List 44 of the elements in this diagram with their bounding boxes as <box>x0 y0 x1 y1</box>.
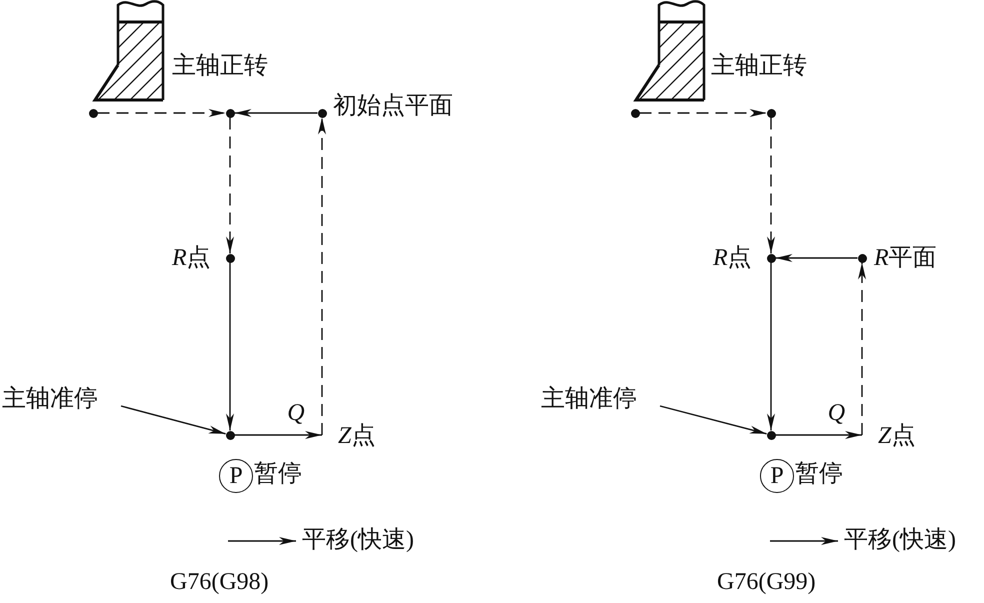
point-label: Z点 <box>862 421 934 451</box>
path-arrow <box>776 254 858 262</box>
point-label: 初始点平面 <box>333 92 453 120</box>
path-arrow <box>226 118 234 254</box>
dwell-symbol: P <box>760 459 794 493</box>
point-dot <box>766 430 776 440</box>
point-label: 暂停 <box>254 460 302 488</box>
path-arrow <box>98 109 226 117</box>
edge-label: Q <box>286 401 306 425</box>
point-dot <box>318 108 326 118</box>
point-dot <box>226 108 234 118</box>
point-label: Z点 <box>322 421 394 451</box>
point-dot <box>88 108 98 118</box>
path-arrow <box>858 262 866 435</box>
legend-text: 平移(快速) <box>844 526 956 554</box>
path-arrow <box>234 431 322 439</box>
cycle-caption: G76(G98) <box>170 568 269 596</box>
path-arrow <box>640 109 766 117</box>
leader-arrow <box>660 405 767 435</box>
callout-text: 主轴正转 <box>711 52 807 80</box>
path-arrow <box>226 262 234 430</box>
point-dot <box>858 254 866 262</box>
point-dot <box>766 108 776 118</box>
point-dot <box>766 254 776 262</box>
edge-label: Q <box>826 401 846 425</box>
callout-text: 主轴正转 <box>172 52 268 80</box>
path-arrow <box>234 109 318 117</box>
cycle-caption: G76(G99) <box>717 568 816 596</box>
point-label: R点 <box>172 244 211 272</box>
point-label: R平面 <box>874 244 937 272</box>
point-label: 暂停 <box>795 460 843 488</box>
path-arrow <box>318 118 326 435</box>
path-arrow <box>776 431 862 439</box>
path-arrow <box>767 262 775 430</box>
legend-text: 平移(快速) <box>302 526 414 554</box>
dwell-symbol: P <box>219 459 253 493</box>
point-dot <box>226 430 234 440</box>
point-dot <box>630 108 640 118</box>
path-arrow <box>767 118 775 254</box>
point-dot <box>226 254 234 262</box>
point-label: R点 <box>713 244 752 272</box>
leader-arrow <box>120 405 226 435</box>
callout-text: 主轴准停 <box>2 384 123 414</box>
callout-text: 主轴准停 <box>541 384 662 414</box>
